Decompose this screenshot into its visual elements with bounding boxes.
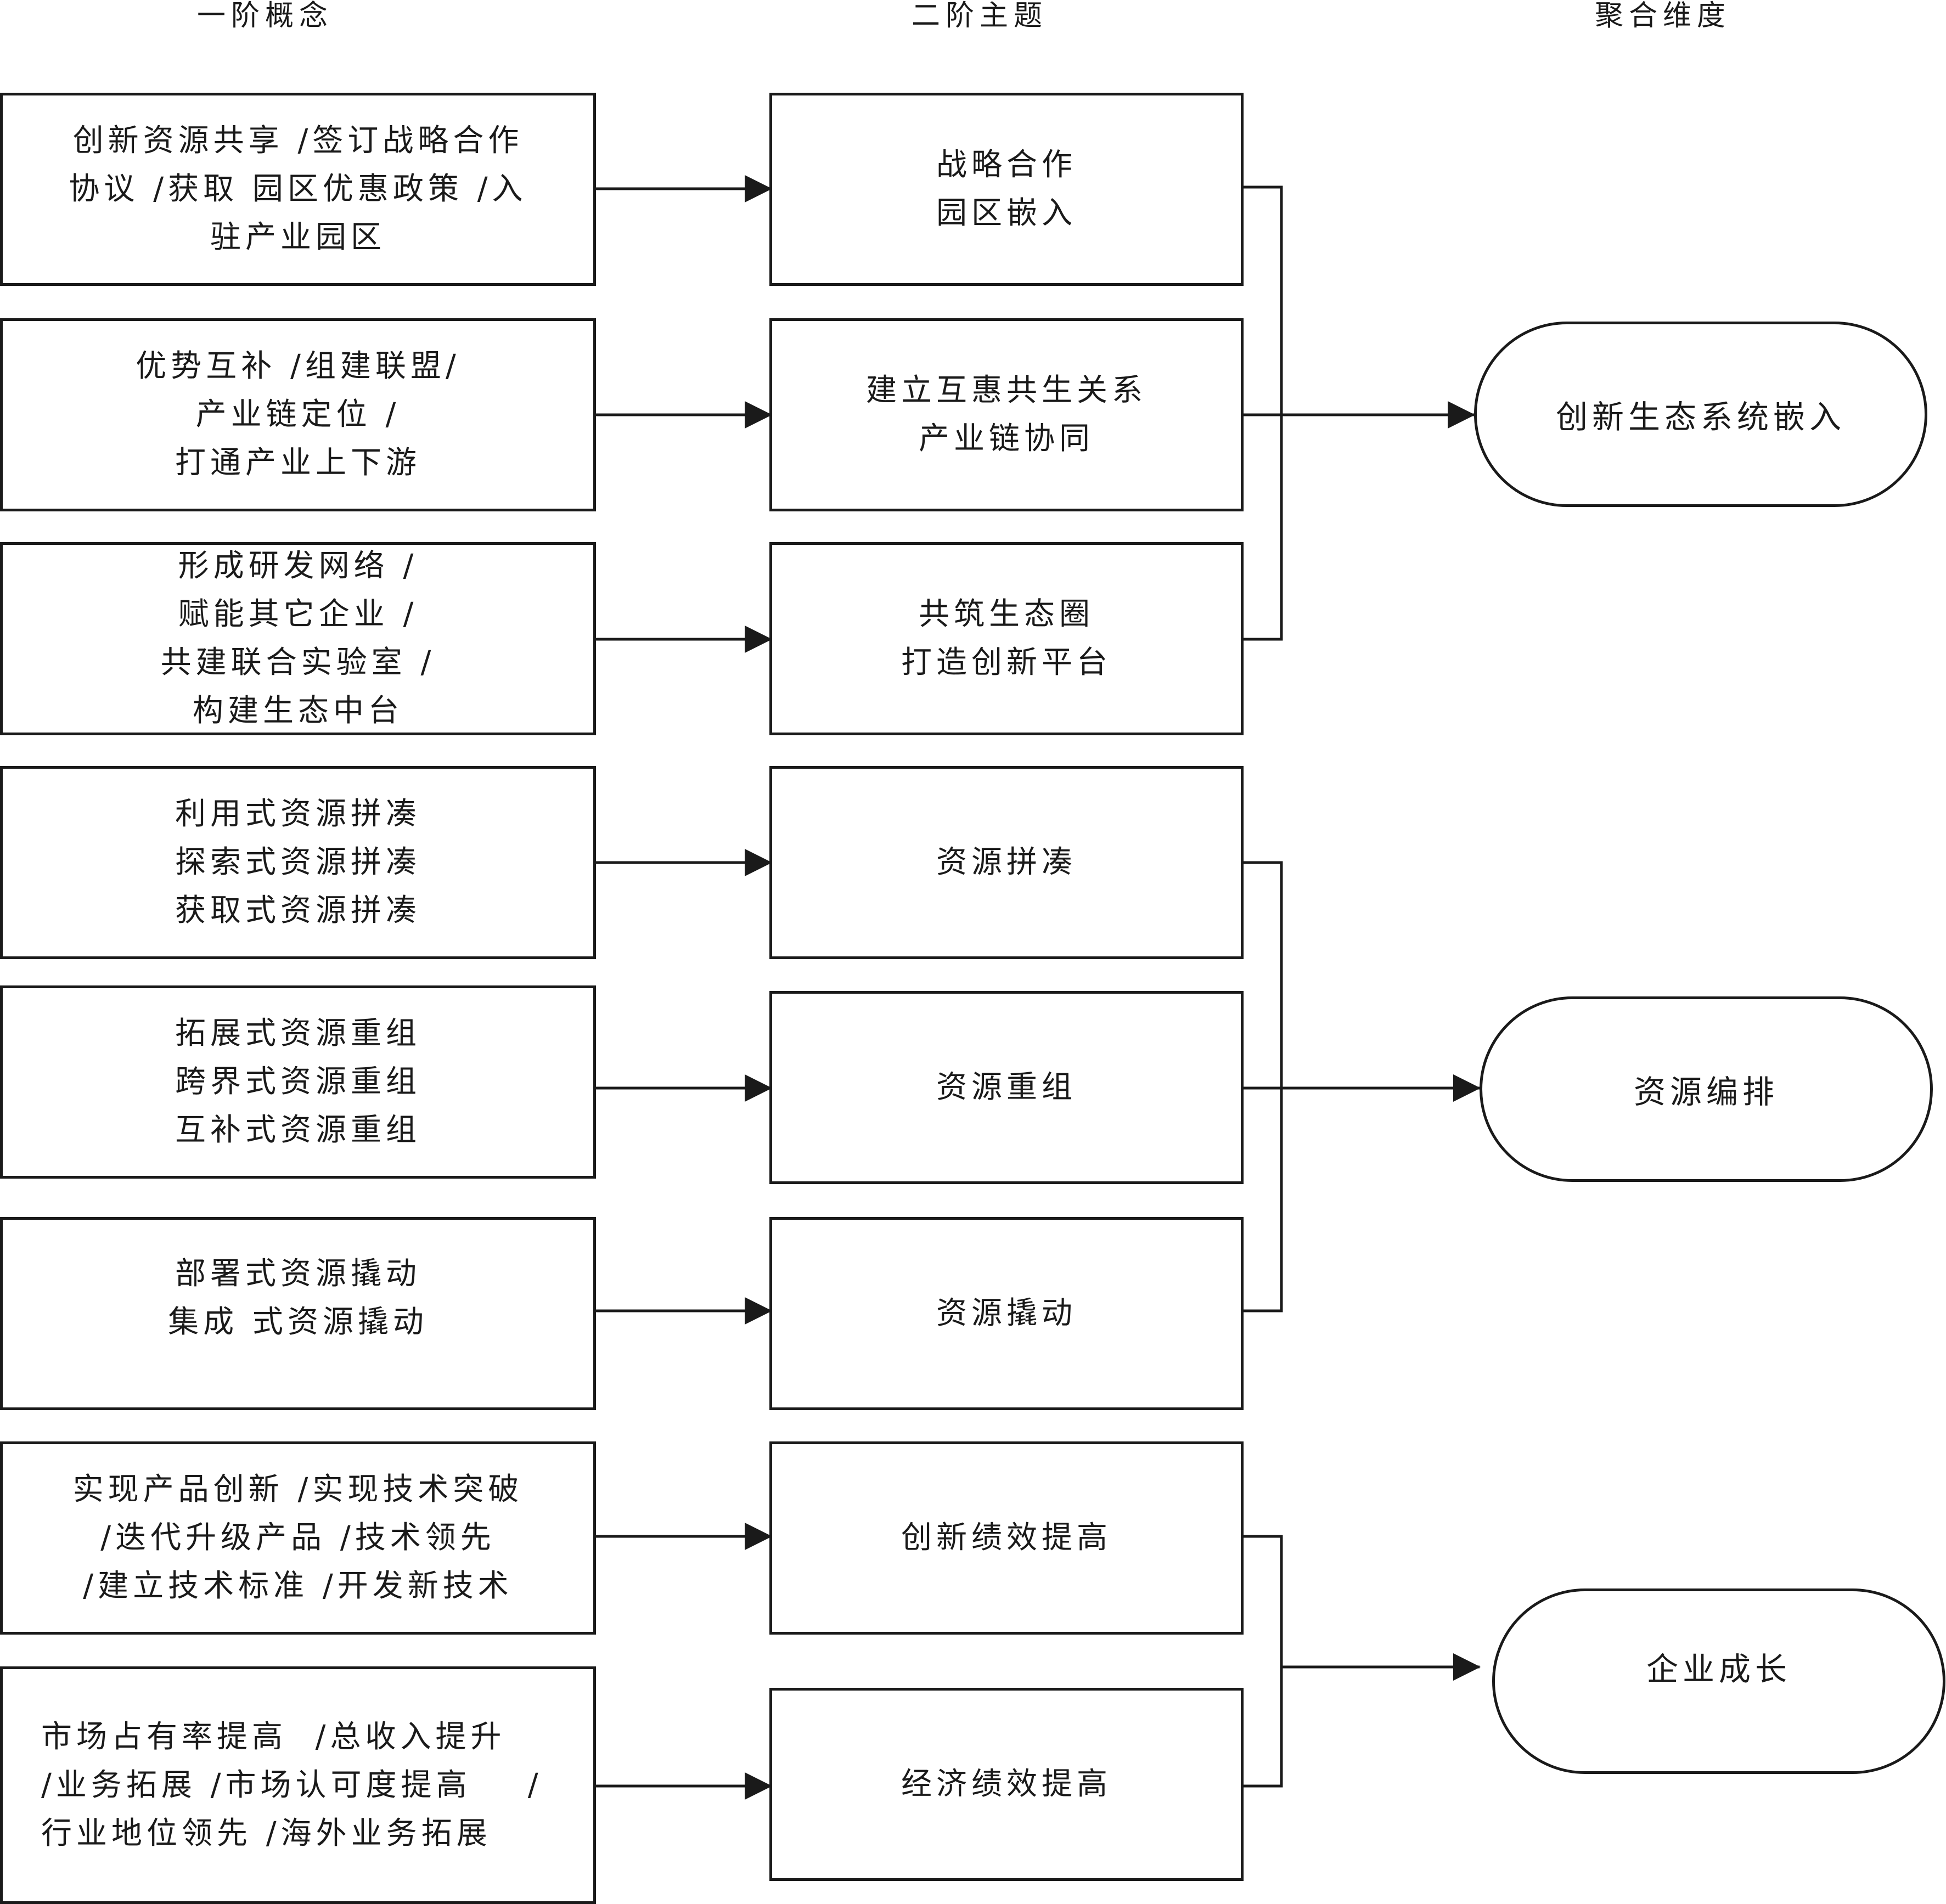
box-text-line: /迭代升级产品 /技术领先 (100, 1520, 496, 1556)
box-text-line: 构建生态中台 (193, 693, 403, 729)
second-order-box-3: 共筑生态圈 打造创新平台 (769, 542, 1244, 735)
box-text-line: 部署式资源撬动 (175, 1256, 421, 1292)
box-text-line: 资源撬动 (936, 1295, 1077, 1331)
first-order-box-8: 市场占有率提高 /总收入提升 /业务拓展 /市场认可度提高 / 行业地位领先 /… (0, 1666, 596, 1904)
box-text-line: 资源重组 (936, 1069, 1077, 1105)
box-text-line: 跨界式资源重组 (175, 1064, 421, 1100)
header-aggregate: 聚合维度 (1594, 0, 1731, 32)
box-text-line: /建立技术标准 /开发新技术 (83, 1568, 513, 1604)
box-text-line: 协议 /获取 园区优惠政策 /入 (69, 171, 527, 207)
box-text-line: 园区嵌入 (936, 195, 1077, 231)
box-text-line: 打造创新平台 (901, 645, 1112, 680)
box-text-line: 市场占有率提高 /总收入提升 (41, 1719, 506, 1755)
second-order-box-5: 资源重组 (769, 991, 1244, 1184)
box-text-line: 资源拼凑 (936, 844, 1077, 880)
header-second-order: 二阶主题 (911, 0, 1048, 32)
first-order-box-7: 实现产品创新 /实现技术突破 /迭代升级产品 /技术领先 /建立技术标准 /开发… (0, 1441, 596, 1635)
box-text-line: 优势互补 /组建联盟/ (136, 348, 460, 384)
first-order-box-4: 利用式资源拼凑 探索式资源拼凑 获取式资源拼凑 (0, 766, 596, 959)
first-order-box-2: 优势互补 /组建联盟/ 产业链定位 / 打通产业上下游 (0, 318, 596, 511)
box-text-line: 拓展式资源重组 (175, 1016, 421, 1051)
box-text-line: 共筑生态圈 (919, 596, 1094, 632)
aggregate-label: 创新生态系统嵌入 (1555, 398, 1846, 436)
box-text-line: 行业地位领先 /海外业务拓展 (41, 1815, 492, 1851)
box-text-line: 打通产业上下游 (175, 445, 421, 481)
bracket-group-3 (1242, 1535, 1283, 1788)
box-text-line: /业务拓展 /市场认可度提高 / (41, 1767, 543, 1803)
bracket-group-2 (1242, 861, 1283, 1312)
first-order-box-1: 创新资源共享 /签订战略合作 协议 /获取 园区优惠政策 /入 驻产业园区 (0, 93, 596, 286)
second-order-box-2: 建立互惠共生关系 产业链协同 (769, 318, 1244, 511)
box-text-line: 产业链定位 / (195, 397, 401, 432)
header-first-order: 一阶概念 (196, 0, 333, 32)
box-text-line: 探索式资源拼凑 (175, 844, 421, 880)
box-text-line: 共建联合实验室 / (160, 645, 436, 680)
box-text-line: 赋能其它企业 / (178, 596, 418, 632)
box-text-line: 建立互惠共生关系 (866, 373, 1147, 408)
aggregate-label: 企业成长 (1646, 1650, 1791, 1688)
box-text-line: 驻产业园区 (210, 219, 386, 255)
bracket-group-1 (1242, 185, 1283, 641)
aggregate-label: 资源编排 (1633, 1073, 1779, 1111)
box-text-line: 集成 式资源撬动 (168, 1304, 428, 1340)
first-order-box-6: 部署式资源撬动 集成 式资源撬动 (0, 1217, 596, 1410)
box-text-line: 获取式资源拼凑 (175, 893, 421, 928)
second-order-box-6: 资源撬动 (769, 1217, 1244, 1410)
box-text-line: 形成研发网络 / (178, 548, 418, 584)
aggregate-pill-1: 创新生态系统嵌入 (1474, 322, 1927, 507)
box-text-line: 战略合作 (936, 147, 1077, 183)
first-order-box-3: 形成研发网络 / 赋能其它企业 / 共建联合实验室 / 构建生态中台 (0, 542, 596, 735)
second-order-box-1: 战略合作 园区嵌入 (769, 93, 1244, 286)
box-text-line: 创新绩效提高 (901, 1520, 1112, 1556)
box-text-line: 产业链协同 (919, 421, 1094, 457)
box-text-line: 互补式资源重组 (175, 1112, 421, 1148)
second-order-box-8: 经济绩效提高 (769, 1688, 1244, 1881)
aggregate-pill-3: 企业成长 (1492, 1588, 1945, 1774)
box-text-line: 创新资源共享 /签订战略合作 (72, 123, 524, 159)
box-text-line: 经济绩效提高 (901, 1766, 1112, 1802)
second-order-box-7: 创新绩效提高 (769, 1441, 1244, 1635)
first-order-box-5: 拓展式资源重组 跨界式资源重组 互补式资源重组 (0, 985, 596, 1179)
second-order-box-4: 资源拼凑 (769, 766, 1244, 959)
box-text-line: 利用式资源拼凑 (175, 796, 421, 832)
box-text-line: 实现产品创新 /实现技术突破 (72, 1472, 524, 1507)
aggregate-pill-2: 资源编排 (1480, 996, 1933, 1182)
